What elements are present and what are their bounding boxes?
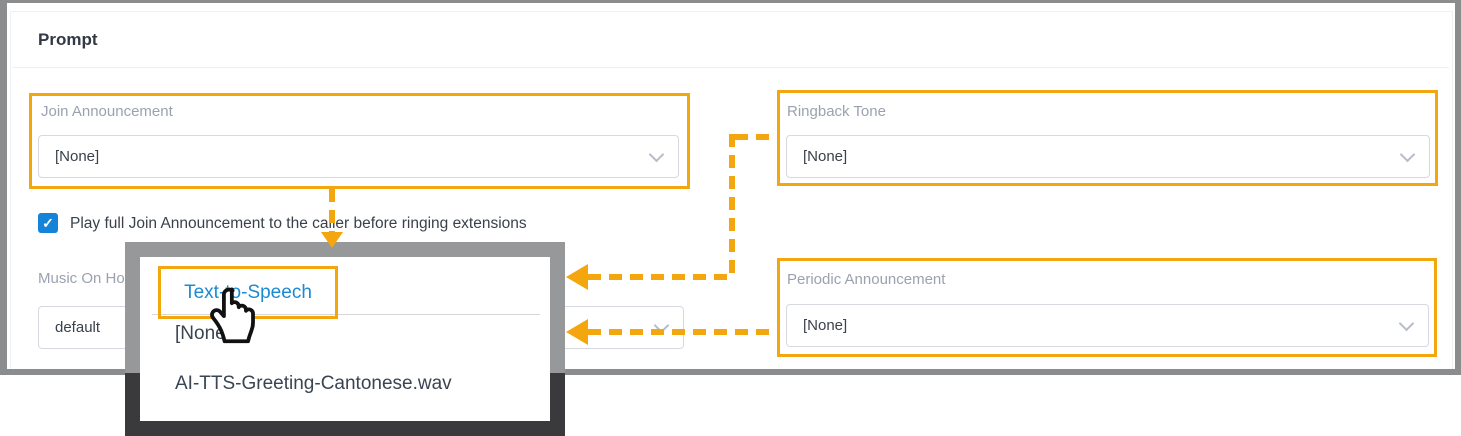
join-announcement-select[interactable]: [None] [38, 135, 679, 178]
chevron-down-icon [648, 146, 665, 162]
arrow-ringback-connector [735, 134, 780, 140]
music-on-hold-label: Music On Hold [38, 270, 137, 287]
dropdown-option-list: Text-to-Speech [None] AI-TTS-Greeting-Ca… [140, 257, 550, 421]
check-icon: ✓ [42, 214, 54, 231]
dropdown-option-none[interactable]: [None] [175, 323, 231, 344]
page-title: Prompt [38, 30, 98, 49]
arrowhead-down-icon [321, 232, 343, 248]
arrowhead-left-icon [566, 319, 588, 345]
chevron-down-icon [1398, 315, 1415, 331]
chevron-down-icon [1399, 146, 1416, 162]
ringback-tone-select[interactable]: [None] [786, 135, 1430, 178]
select-underline [152, 314, 540, 315]
zoomed-dropdown-popup: Text-to-Speech [None] AI-TTS-Greeting-Ca… [125, 242, 565, 436]
arrowhead-left-icon [566, 264, 588, 290]
play-full-announcement-checkbox-label[interactable]: Play full Join Announcement to the calle… [70, 215, 527, 232]
dropdown-option-text-to-speech[interactable]: Text-to-Speech [184, 281, 312, 303]
periodic-announcement-select[interactable]: [None] [786, 304, 1429, 347]
header-divider [12, 67, 1449, 68]
join-announcement-value: [None] [55, 148, 100, 165]
ringback-tone-value: [None] [803, 148, 848, 165]
music-on-hold-value: default [55, 319, 101, 336]
arrow-ringback-to-popup [588, 274, 729, 280]
arrow-join-to-popup [329, 189, 335, 233]
periodic-announcement-label: Periodic Announcement [787, 271, 946, 288]
hand-cursor-icon [210, 287, 255, 344]
periodic-announcement-value: [None] [803, 317, 848, 334]
play-full-announcement-checkbox[interactable]: ✓ [38, 213, 58, 233]
dropdown-option-ai-tts-greeting[interactable]: AI-TTS-Greeting-Cantonese.wav [175, 373, 452, 394]
join-announcement-callout [29, 93, 690, 189]
periodic-announcement-callout [777, 258, 1437, 357]
ringback-tone-label: Ringback Tone [787, 103, 886, 120]
join-announcement-label: Join Announcement [41, 103, 173, 120]
arrow-periodic-to-popup [588, 329, 780, 335]
arrow-ringback-vertical [729, 134, 735, 280]
